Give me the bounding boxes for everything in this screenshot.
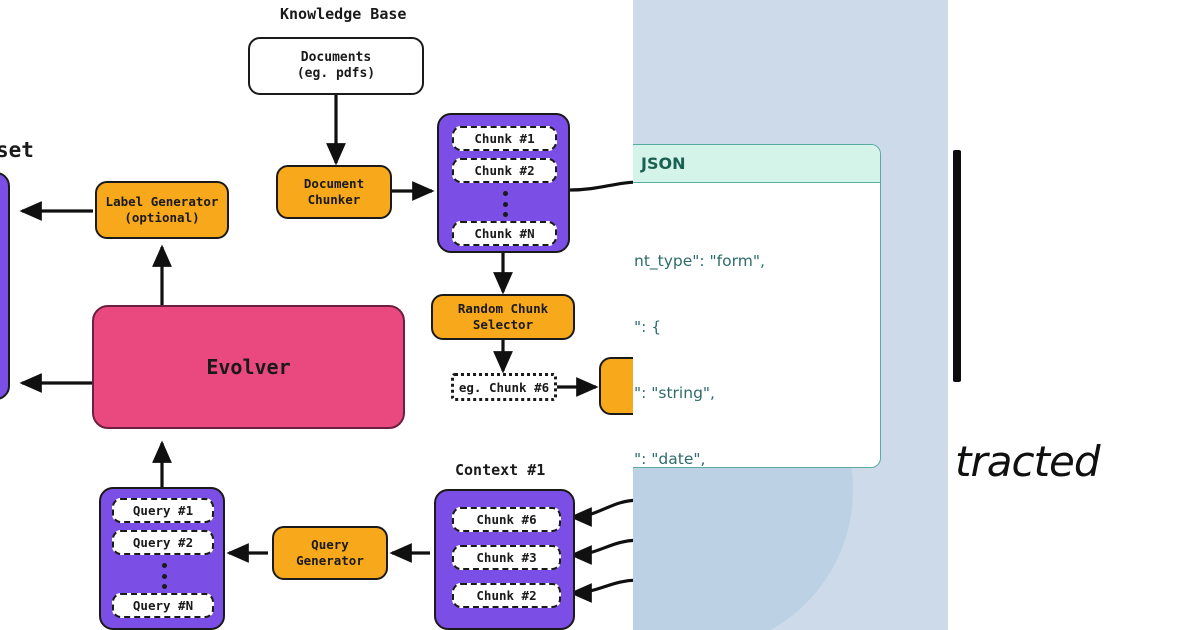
chunk-ellipsis-icon [502,191,508,217]
query-item-2[interactable]: Query #2 [112,530,214,555]
random-chunk-selector-node[interactable]: Random Chunk Selector [431,294,575,340]
label-generator-node[interactable]: Label Generator (optional) [95,181,229,239]
query-item-1[interactable]: Query #1 [112,498,214,523]
handwritten-annotation: tracted [955,437,1101,486]
json-line-1: nt_type": "form", [634,251,765,270]
documents-node[interactable]: Documents (eg. pdfs) [248,37,424,95]
json-line-3: ": "string", [634,383,715,402]
context-caption: Context #1 [455,461,546,479]
json-card-body: nt_type": "form", ": { ": "string", ": "… [633,183,880,468]
document-chunker-node[interactable]: Document Chunker [276,165,392,219]
ink-stroke-clipped [953,150,961,382]
eg-chunk-node[interactable]: eg. Chunk #6 [451,373,557,401]
chunk-item-2[interactable]: Chunk #2 [452,158,557,183]
json-card[interactable]: JSON nt_type": "form", ": { ": "string",… [633,144,881,468]
overlay-panel: JSON nt_type": "form", ": { ": "string",… [633,0,948,630]
chunk-item-1[interactable]: Chunk #1 [452,126,557,151]
json-card-header: JSON [633,145,880,183]
json-card-title: JSON [641,154,686,173]
context-item-3[interactable]: Chunk #2 [452,583,561,608]
wire-in-chunk6 [569,498,641,527]
knowledge-base-caption: Knowledge Base [280,5,407,23]
chunk-item-n[interactable]: Chunk #N [452,221,557,246]
query-item-n[interactable]: Query #N [112,593,214,618]
dataset-group-clipped[interactable] [0,172,10,400]
wire-chunkgroup-right [569,180,641,192]
query-generator-node[interactable]: Query Generator [272,526,388,580]
query-group[interactable]: Query #1 Query #2 Query #N [99,487,225,630]
context-item-1[interactable]: Chunk #6 [452,507,561,532]
context-item-2[interactable]: Chunk #3 [452,545,561,570]
json-line-4: ": "date", [634,449,706,468]
dataset-caption-clipped: set [0,138,34,162]
context-group[interactable]: Chunk #6 Chunk #3 Chunk #2 [434,489,575,630]
query-ellipsis-icon [161,563,167,589]
json-line-2: ": { [634,317,662,336]
evolver-node[interactable]: Evolver [92,305,405,429]
wire-in-chunk2 [569,578,641,603]
wire-in-chunk3 [569,538,641,565]
chunk-group[interactable]: Chunk #1 Chunk #2 Chunk #N [437,113,570,253]
